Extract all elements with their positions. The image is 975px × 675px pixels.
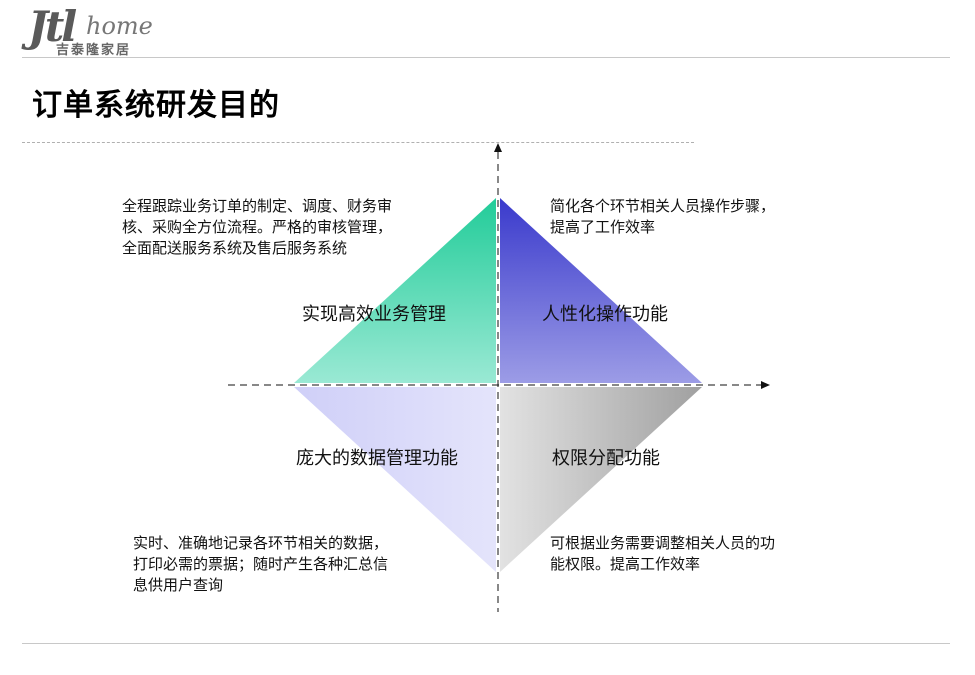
header-divider: [22, 57, 950, 58]
description-line: 可根据业务需要调整相关人员的功: [550, 534, 776, 552]
description-line: 能权限。提高工作效率: [550, 555, 701, 573]
quadrant-bottom-right-description: 可根据业务需要调整相关人员的功 能权限。提高工作效率: [550, 533, 775, 575]
logo-chinese-name: 吉泰隆家居: [56, 43, 132, 58]
quadrant-top-left-shape: [294, 198, 496, 383]
quadrant-top-left-label: 实现高效业务管理: [302, 304, 446, 325]
description-line: 全面配送服务系统及售后服务系统: [122, 239, 348, 257]
quadrant-top-right-description: 简化各个环节相关人员操作步骤， 提高了工作效率: [550, 196, 775, 238]
horizontal-axis-arrow-icon: [761, 381, 770, 389]
description-line: 提高了工作效率: [550, 218, 656, 236]
quadrant-top-right-label: 人性化操作功能: [542, 304, 668, 325]
vertical-axis-arrow-icon: [494, 143, 502, 152]
description-line: 全程跟踪业务订单的制定、调度、财务审: [122, 197, 393, 215]
page-title: 订单系统研发目的: [32, 88, 280, 123]
quadrant-bottom-left-description: 实时、准确地记录各环节相关的数据， 打印必需的票据；随时产生各种汇总信 息供用户…: [133, 533, 388, 596]
quadrant-bottom-right-shape: [500, 387, 702, 572]
quadrant-bottom-right-label: 权限分配功能: [552, 448, 660, 469]
description-line: 实时、准确地记录各环节相关的数据，: [133, 534, 389, 552]
quadrant-top-right-shape: [500, 198, 702, 383]
description-line: 简化各个环节相关人员操作步骤，: [550, 197, 776, 215]
company-logo: Jtl home 吉泰隆家居: [28, 2, 168, 58]
description-line: 息供用户查询: [133, 576, 224, 594]
logo-wordmark: Jtl: [28, 2, 77, 51]
description-line: 核、采购全方位流程。严格的审核管理，: [122, 218, 393, 236]
quadrant-bottom-left-label: 庞大的数据管理功能: [296, 448, 458, 469]
quadrant-top-left-description: 全程跟踪业务订单的制定、调度、财务审 核、采购全方位流程。严格的审核管理， 全面…: [122, 196, 392, 259]
logo-wordmark-sub: home: [86, 12, 153, 40]
footer-divider: [22, 643, 950, 644]
quadrant-bottom-left-shape: [294, 387, 496, 572]
description-line: 打印必需的票据；随时产生各种汇总信: [133, 555, 389, 573]
title-dotted-divider: [22, 142, 694, 143]
